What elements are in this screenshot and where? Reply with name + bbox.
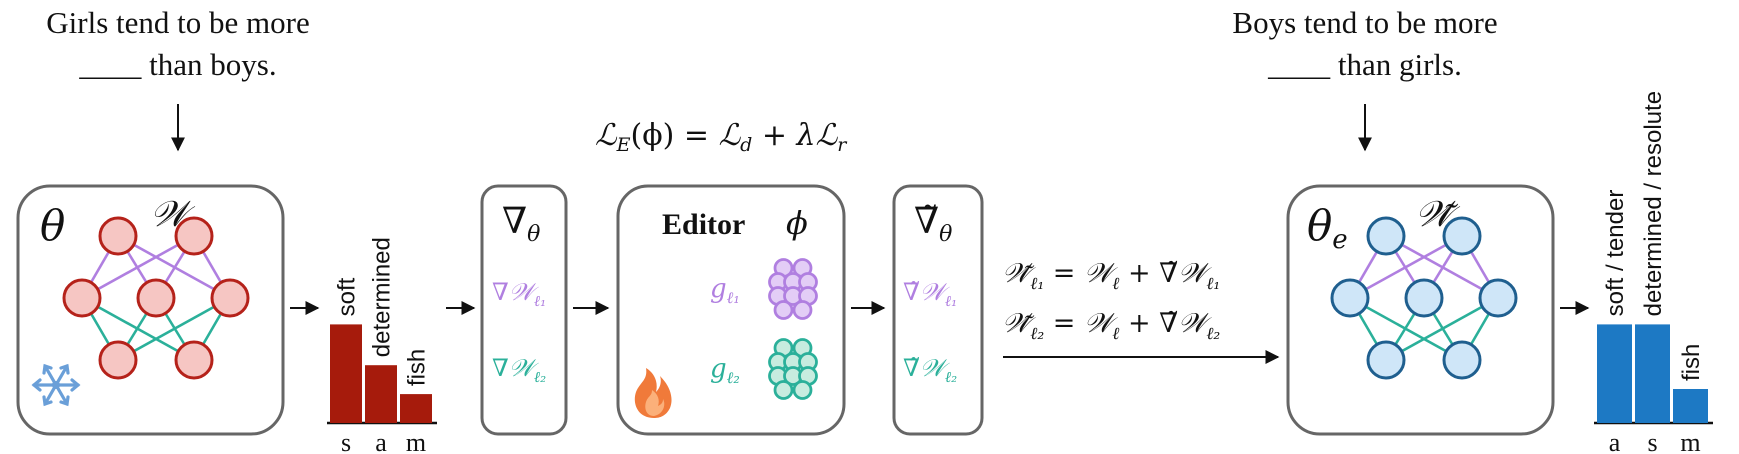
theta-symbol: θ	[40, 201, 65, 250]
edited-net-node	[1366, 340, 1406, 380]
snowflake-icon	[31, 363, 81, 407]
edited-chart-bar-label: fish	[1678, 344, 1705, 381]
original-chart-bar-label: determined	[369, 237, 396, 357]
edited-chart-bar	[1635, 324, 1670, 423]
original-chart-tick-label: s	[341, 428, 351, 454]
edited-chart-bar-label: soft / tender	[1602, 190, 1629, 317]
original-chart-bar	[365, 365, 397, 423]
edited-net-edge-layer1	[1349, 234, 1463, 300]
edited-chart-bar	[1597, 324, 1632, 423]
editor-phi: ϕ	[786, 204, 808, 242]
left-prompt-line1: Girls tend to be more	[46, 5, 309, 40]
editor-g-layer1: gℓ₁	[710, 274, 740, 307]
edited-gradient-theta: ∇̃θ	[914, 201, 952, 247]
original-net-node	[136, 278, 176, 318]
flame-icon	[634, 368, 672, 418]
editor-net-layer2-node	[773, 380, 794, 400]
original-net-edge-layer1	[81, 234, 195, 300]
original-net-node	[210, 278, 250, 318]
edited-chart-tick-label: a	[1609, 428, 1621, 454]
edited-theta-symbol: θe	[1307, 201, 1348, 255]
gradient-box	[480, 184, 568, 436]
original-net-node	[174, 216, 214, 256]
left-prompt-line2: ____ than boys.	[78, 47, 276, 82]
editor-net-layer1-node	[792, 300, 813, 320]
edited-chart-bar	[1673, 389, 1708, 423]
editor-g-layer2: gℓ₂	[710, 354, 740, 387]
edited-net-node	[1478, 278, 1518, 318]
edited-net-node	[1366, 216, 1406, 256]
original-chart-bar-label: soft	[334, 277, 361, 316]
original-chart-bar	[400, 394, 432, 423]
right-prompt-line2: ____ than girls.	[1267, 47, 1462, 82]
original-net-edge-layer2	[117, 296, 231, 362]
gradient-layer1: ∇𝒲ℓ₁	[492, 278, 546, 310]
edited-net-node	[1442, 216, 1482, 256]
original-network	[62, 216, 250, 380]
update-equation-layer1: 𝒲̃ℓ₁ = 𝒲ℓ + ∇̃𝒲ℓ₁	[1002, 258, 1220, 294]
edited-chart-tick-label: m	[1680, 428, 1700, 454]
editor-title: Editor	[662, 208, 745, 241]
gradient-theta: ∇θ	[502, 201, 540, 247]
original-net-node	[98, 216, 138, 256]
edited-chart-bar-label: determined / resolute	[1640, 91, 1667, 316]
original-probabilities-chart: s soft a determined m fish	[327, 237, 437, 454]
original-chart-bar	[330, 324, 362, 423]
edited-net-node	[1330, 278, 1370, 318]
right-prompt-line1: Boys tend to be more	[1232, 5, 1497, 40]
original-net-node	[62, 278, 102, 318]
gradient-layer2: ∇𝒲ℓ₂	[492, 354, 546, 386]
original-chart-bar-label: fish	[404, 349, 431, 386]
edited-net-node	[1404, 278, 1444, 318]
edited-network	[1330, 216, 1518, 380]
original-chart-tick-label: a	[375, 428, 387, 454]
edited-net-edge-layer2	[1385, 296, 1499, 362]
loss-formula: ℒE(ϕ) = ℒd + λℒr	[595, 118, 848, 156]
edited-gradient-box	[892, 184, 984, 436]
editor-net-layer2-node	[792, 380, 813, 400]
edited-net-node	[1442, 340, 1482, 380]
edited-gradient-layer1: ∇̃𝒲ℓ₁	[903, 278, 957, 310]
editor-net-layer1-node	[773, 300, 794, 320]
original-net-node	[98, 340, 138, 380]
edited-chart-tick-label: s	[1647, 428, 1657, 454]
editor-networks	[768, 258, 818, 400]
update-equation-layer2: 𝒲̃ℓ₂ = 𝒲ℓ + ∇̃𝒲ℓ₂	[1002, 308, 1220, 344]
edited-probabilities-chart: a soft / tender s determined / resolute m fis…	[1594, 91, 1713, 454]
edited-gradient-layer2: ∇̃𝒲ℓ₂	[903, 354, 957, 386]
original-net-node	[174, 340, 214, 380]
original-chart-tick-label: m	[406, 428, 426, 454]
